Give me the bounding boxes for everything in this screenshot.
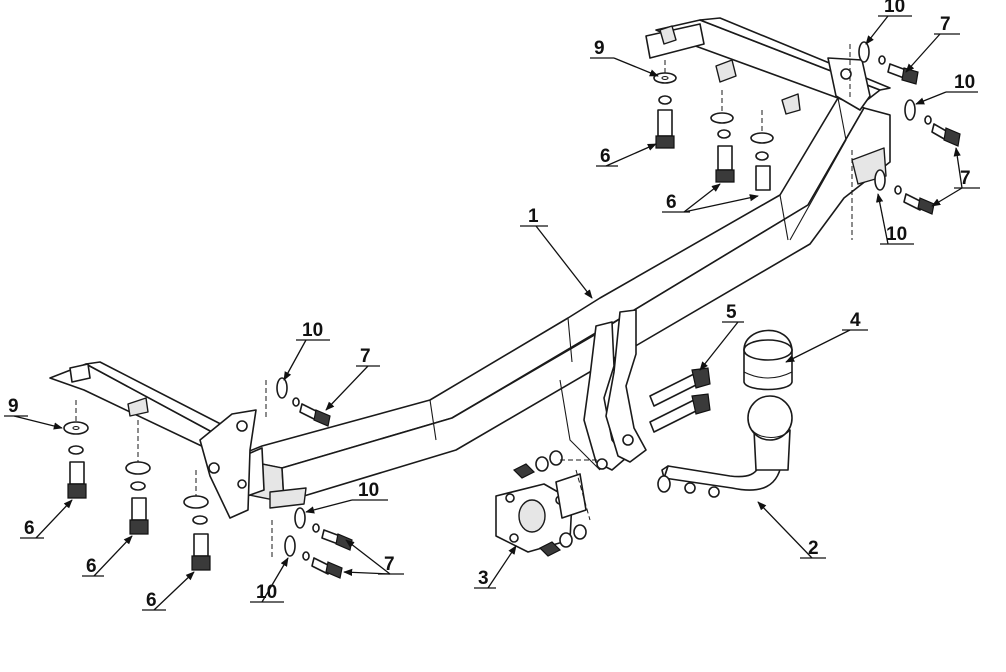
callout-5: 5: [726, 302, 737, 323]
callout-2: 2: [808, 538, 819, 559]
callout-4: 4: [850, 310, 861, 331]
right-top-fasteners: [653, 41, 961, 240]
callout-7-left-top: 7: [360, 346, 371, 367]
callout-9-left: 9: [8, 396, 19, 417]
callout-7-top: 7: [940, 14, 951, 35]
callout-10-left-mid: 10: [358, 480, 379, 501]
callout-6-left-2: 6: [86, 556, 97, 577]
callout-6-left-1: 6: [24, 518, 35, 539]
callout-labels: 1 2 3 4 5 6 6 6 6 6 7 7 7 7 9 9 10 10 10…: [8, 0, 975, 611]
left-side-arm: [49, 361, 307, 519]
ball-cap: [743, 329, 793, 391]
callout-6-top-left: 6: [600, 146, 611, 167]
callout-6-top-right: 6: [666, 192, 677, 213]
right-side-arm: [645, 17, 891, 185]
callout-7-left-bottom: 7: [384, 554, 395, 575]
socket-bracket: [559, 309, 647, 471]
main-crossbeam: [231, 97, 891, 503]
callout-leaders: [4, 15, 980, 611]
callout-10-left-bottom: 10: [256, 582, 277, 603]
mounting-bolts: [649, 367, 711, 433]
tow-ball-neck: [657, 395, 793, 498]
callout-10-left-top: 10: [302, 320, 323, 341]
callout-10-right-bottom: 10: [886, 224, 907, 245]
callout-3: 3: [478, 568, 489, 589]
callout-9-top: 9: [594, 38, 605, 59]
callout-6-left-3: 6: [146, 590, 157, 611]
socket-plate: [495, 450, 600, 557]
callout-7-right: 7: [960, 168, 971, 189]
callout-10-right-mid: 10: [954, 72, 975, 93]
callout-1: 1: [528, 206, 539, 227]
callout-10-top: 10: [884, 0, 905, 17]
